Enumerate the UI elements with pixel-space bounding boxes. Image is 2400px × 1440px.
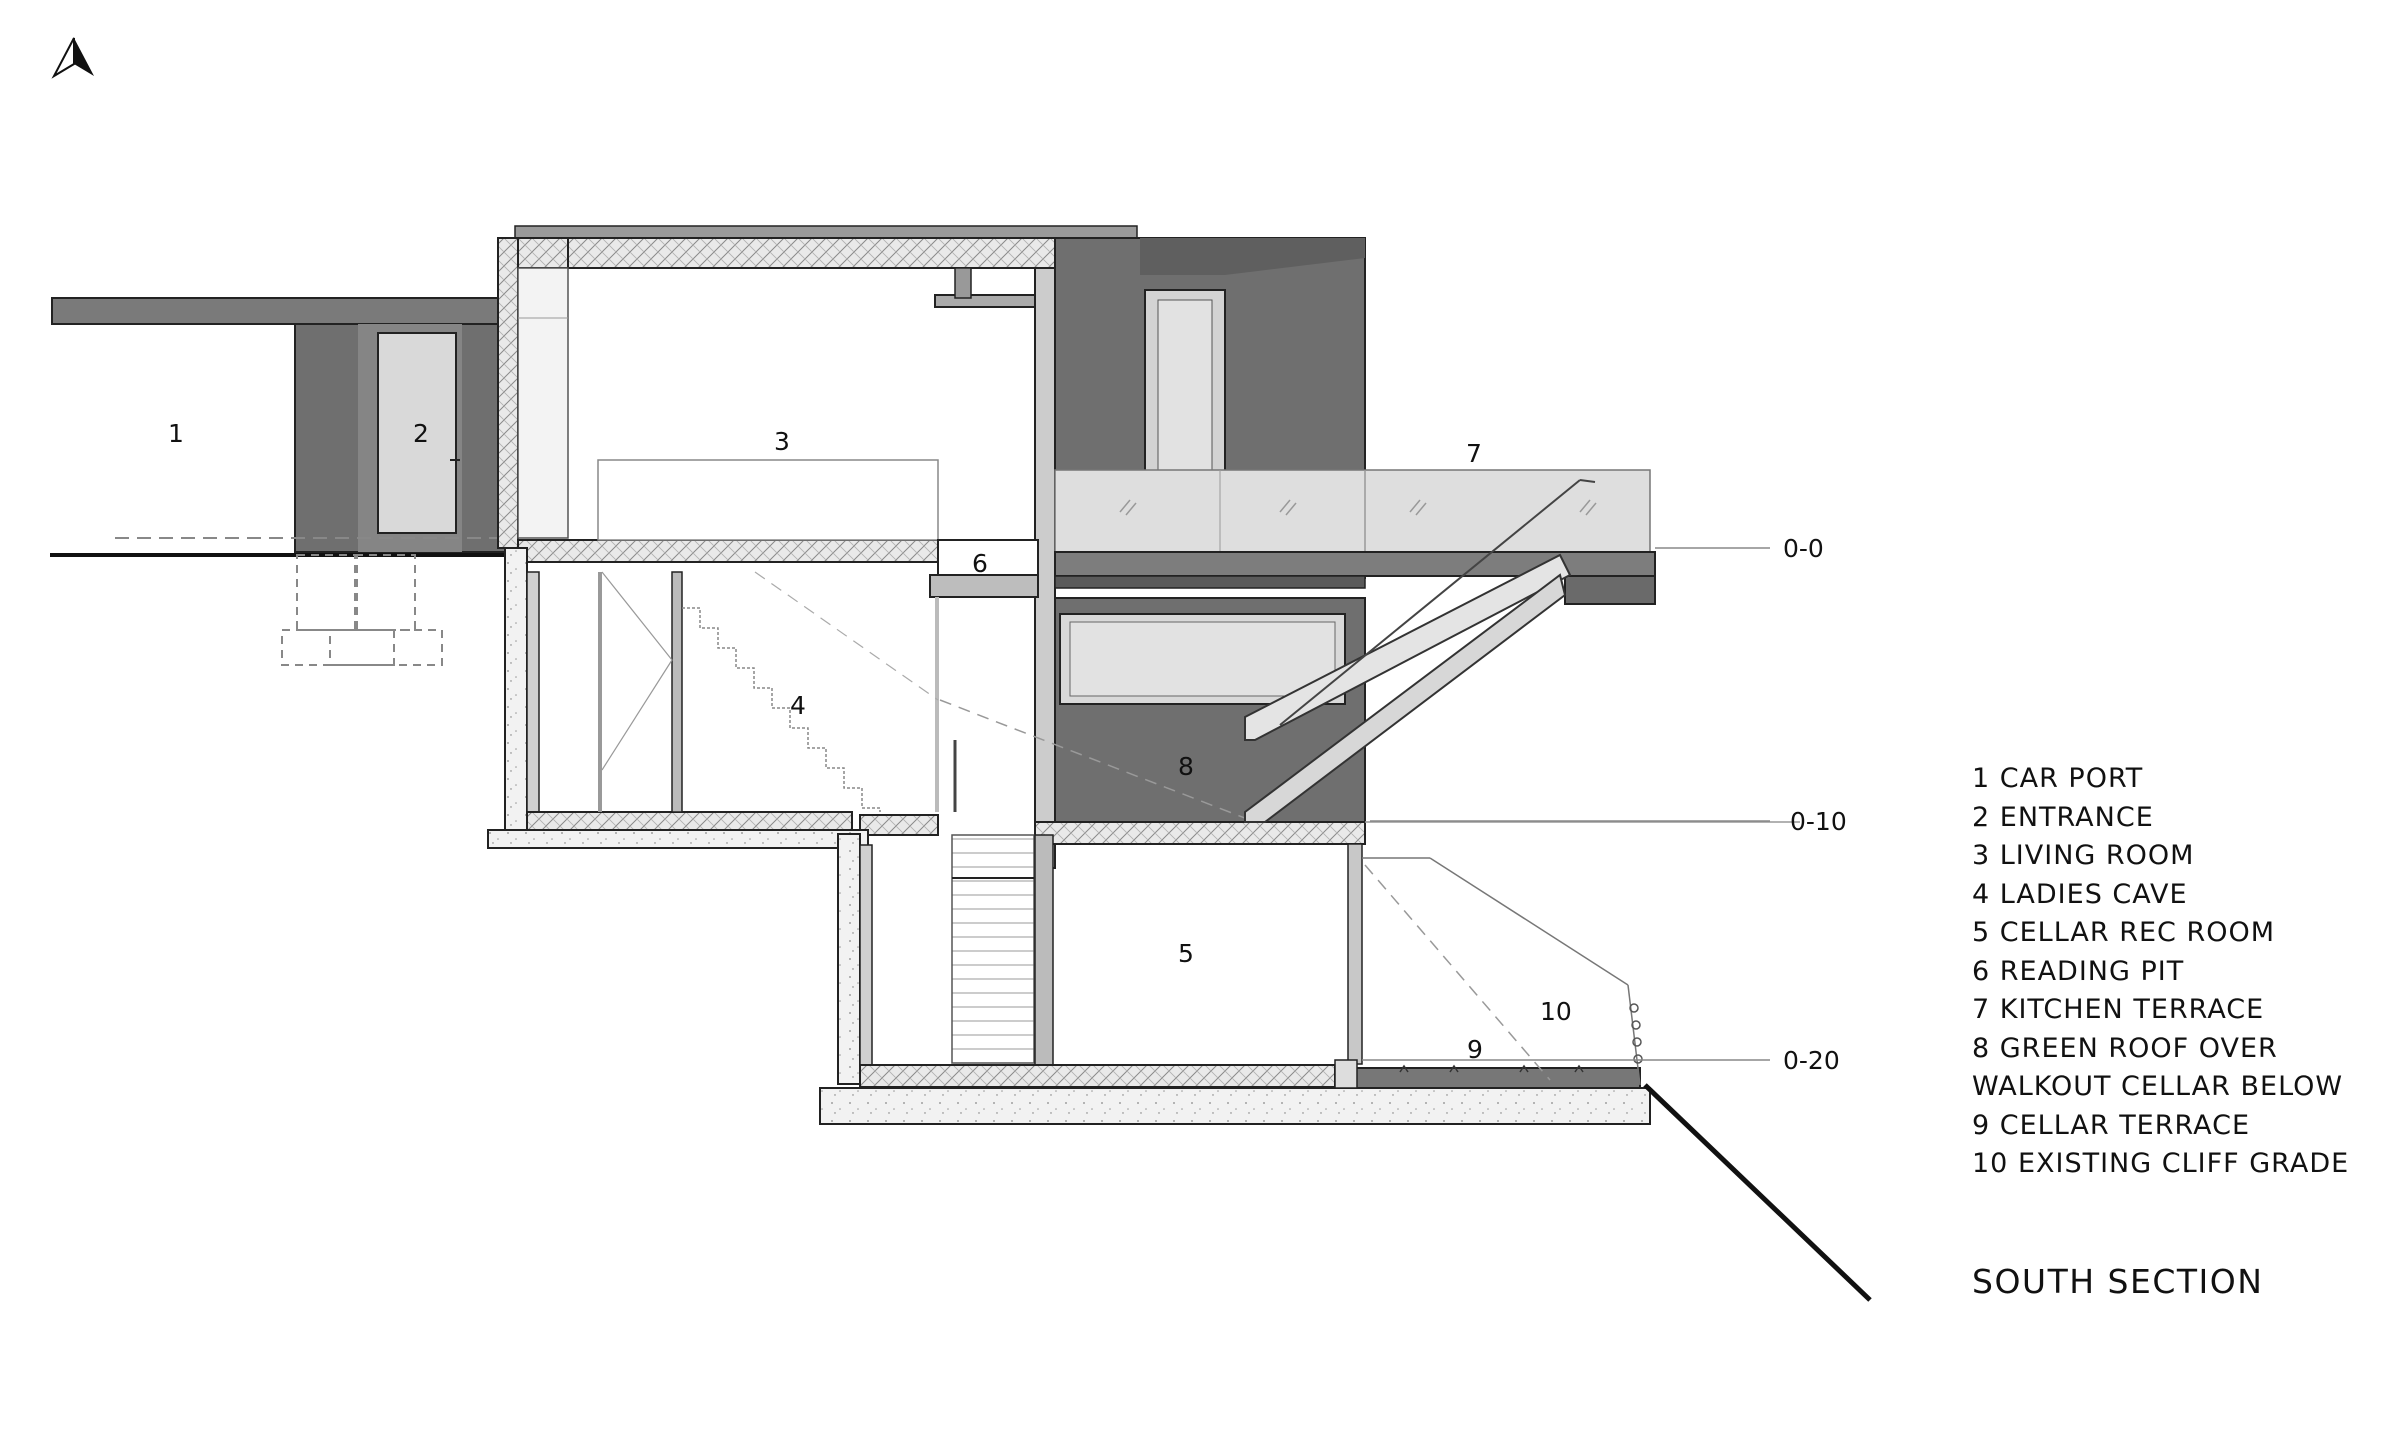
mid-floor (487, 547, 957, 849)
legend-item: 4 LADIES CAVE (1972, 878, 2188, 910)
kitchen-terrace (1054, 469, 1656, 605)
room-label-5: 5 (1178, 939, 1194, 968)
level-label-mid: 0-10 (1790, 807, 1847, 836)
level-label-top: 0-0 (1783, 534, 1824, 563)
room-label-6: 6 (972, 549, 988, 578)
legend-item: 6 READING PIT (1972, 955, 2185, 987)
legend-item: 10 EXISTING CLIFF GRADE (1972, 1148, 2350, 1179)
room-labels: 1 2 3 4 5 6 7 8 9 10 (168, 419, 1572, 1064)
upper-floor (497, 225, 1141, 869)
legend-item: 9 CELLAR TERRACE (1972, 1109, 2251, 1141)
legend-item: 1 CAR PORT (1972, 763, 2144, 794)
room-label-8: 8 (1178, 752, 1194, 781)
green-roof (939, 479, 1800, 845)
room-label-7: 7 (1466, 439, 1482, 468)
level-label-bottom: 0-20 (1783, 1046, 1840, 1075)
room-label-3: 3 (774, 427, 790, 456)
legend-item: 2 ENTRANCE (1972, 801, 2154, 833)
legend-item: 3 LIVING ROOM (1972, 840, 2195, 871)
room-label-4: 4 (790, 691, 806, 720)
room-label-1: 1 (168, 419, 184, 448)
legend-item: 7 KITCHEN TERRACE (1972, 994, 2265, 1025)
level-lines: 0-0 0-10 0-20 (1362, 534, 1847, 1075)
legend: 1 CAR PORT 2 ENTRANCE 3 LIVING ROOM 4 LA… (1972, 760, 2392, 1184)
legend-item: 8 GREEN ROOF OVER (1972, 1032, 2278, 1064)
car-port (50, 297, 506, 666)
room-label-9: 9 (1467, 1035, 1483, 1064)
room-label-10: 10 (1540, 997, 1572, 1026)
north-arrow-icon (51, 37, 94, 79)
room-label-2: 2 (413, 419, 429, 448)
section-title: SOUTH SECTION (1972, 1262, 2264, 1301)
lower-floor (819, 833, 1872, 1302)
legend-item: 5 CELLAR REC ROOM (1972, 917, 2276, 948)
legend-item: WALKOUT CELLAR BELOW (1972, 1071, 2344, 1102)
